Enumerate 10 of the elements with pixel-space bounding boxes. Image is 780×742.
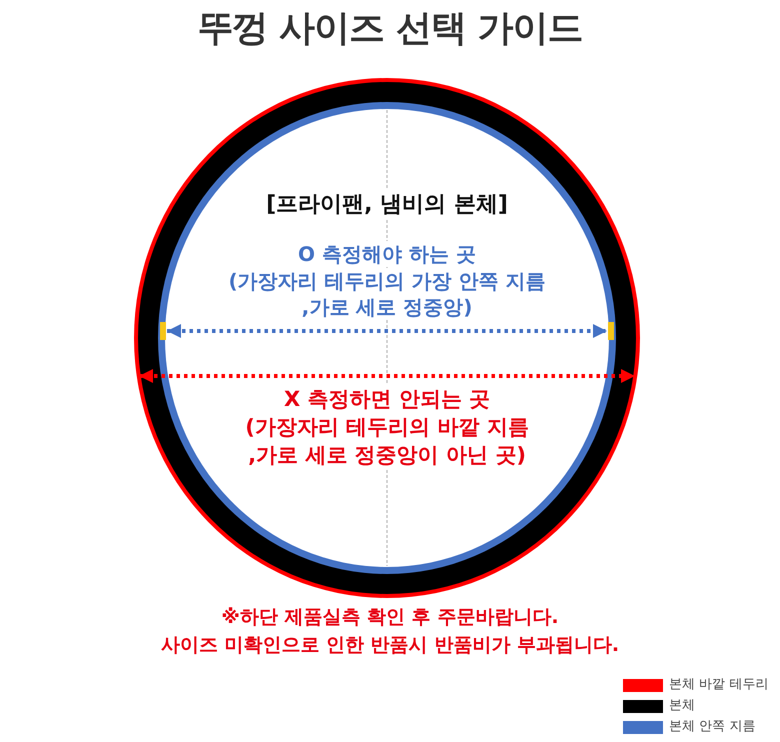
body-heading: [프라이팬, 냄비의 본체]: [266, 190, 508, 220]
measure-here-heading: O 측정해야 하는 곳: [298, 241, 476, 267]
pan-body-circle: [134, 78, 640, 598]
legend-label: 본체: [669, 697, 695, 715]
legend-label: 본체 안쪽 지름: [669, 718, 756, 736]
notice-text: ※하단 제품실측 확인 후 주문바랍니다.: [221, 605, 559, 630]
notice-text: 사이즈 미확인으로 인한 반품시 반품비가 부과됩니다.: [160, 633, 620, 658]
legend-label: 본체 바깥 테두리: [669, 676, 768, 694]
guide-title: 뚜껑 사이즈 선택 가이드: [198, 7, 582, 51]
do-not-measure-heading: X 측정하면 안되는 곳: [284, 385, 490, 413]
